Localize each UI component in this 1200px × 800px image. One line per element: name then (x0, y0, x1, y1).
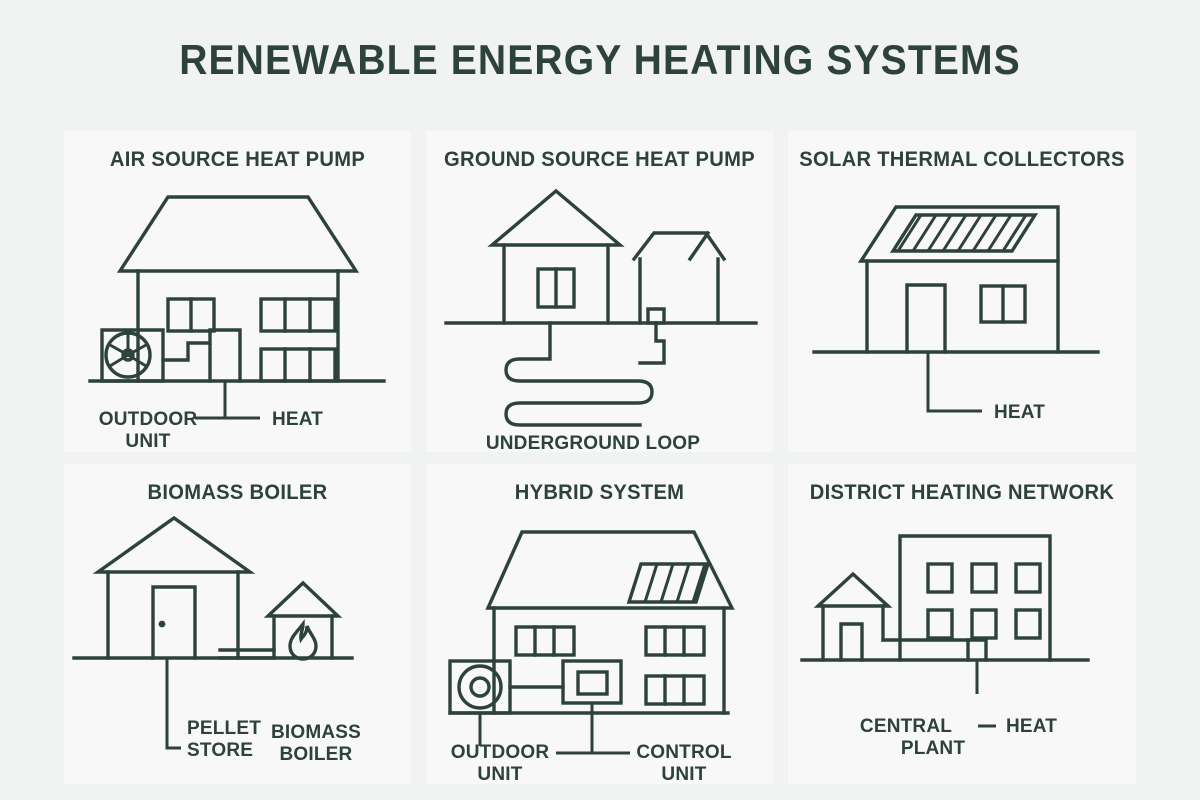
apartment-block-icon (898, 534, 1052, 662)
control-unit-leader-line-icon (556, 703, 630, 755)
label-outdoor-unit-line2: UNIT (125, 431, 170, 452)
window-icon (970, 608, 998, 640)
window-icon (536, 267, 576, 309)
window-icon (644, 674, 706, 706)
label-control-unit-line2: UNIT (661, 764, 706, 784)
serpentine-loop-icon (504, 321, 654, 427)
diagram-air-source-heat-pump: OUTDOOR UNIT HEAT (88, 195, 386, 452)
outdoor-unit-icon (448, 659, 512, 715)
window-icon (926, 608, 954, 640)
panel-solar-thermal-collectors[interactable]: SOLAR THERMAL COLLECTORS (788, 131, 1136, 452)
control-unit-box-icon (561, 659, 623, 705)
label-heat: HEAT (272, 409, 323, 430)
window-icon (1014, 608, 1042, 640)
house-door-icon (839, 622, 864, 662)
window-icon (644, 625, 706, 657)
panel-title-hybrid-system: HYBRID SYSTEM (514, 481, 685, 504)
label-control-unit-line1: CONTROL (636, 742, 732, 763)
loop-return-pipe-icon (638, 321, 666, 365)
window-icon (259, 347, 337, 383)
shed-door-icon (646, 307, 666, 325)
panel-title-district-heating-network: DISTRICT HEATING NETWORK (809, 481, 1115, 504)
panel-title-biomass-boiler: BIOMASS BOILER (147, 481, 328, 504)
label-outdoor-unit-line1: OUTDOOR (99, 409, 198, 430)
panel-air-source-heat-pump[interactable]: AIR SOURCE HEAT PUMP (64, 131, 411, 452)
house-roof-icon (813, 571, 893, 608)
label-outdoor-unit-line1: OUTDOOR (451, 742, 550, 763)
diagram-district-heating-network: CENTRAL PLANT HEAT (800, 534, 1090, 759)
label-pellet-store-line1: PELLET (187, 718, 261, 739)
duct-pipe-icon (161, 328, 242, 383)
panel-hybrid-system[interactable]: HYBRID SYSTEM (426, 464, 773, 784)
diagram-solar-thermal-collectors: HEAT (812, 205, 1100, 423)
diagram-ground-source-heat-pump: UNDERGROUND LOOP (444, 188, 758, 452)
window-icon (259, 297, 337, 333)
label-central-plant-line2: PLANT (901, 738, 966, 759)
house-roof-icon (92, 515, 256, 574)
outdoor-unit-fan-icon (104, 331, 152, 379)
label-underground-loop: UNDERGROUND LOOP (486, 433, 700, 452)
window-icon (926, 562, 954, 594)
panel-biomass-boiler[interactable]: BIOMASS BOILER (64, 464, 411, 784)
house-roof-icon (857, 205, 1060, 263)
central-plant-icon (966, 638, 988, 662)
outbuilding-roof-icon (263, 580, 343, 618)
flame-icon (288, 619, 318, 661)
panel-grid: AIR SOURCE HEAT PUMP (64, 131, 1156, 784)
shed-roof-right-icon (687, 230, 711, 262)
window-icon (1014, 562, 1042, 594)
panel-title-ground-source-heat-pump: GROUND SOURCE HEAT PUMP (444, 148, 755, 171)
shed-roof-icon (631, 231, 727, 262)
diagram-biomass-boiler: PELLET STORE BIOMASS BOILER (72, 515, 361, 765)
house-roof-icon (487, 188, 625, 247)
label-heat: HEAT (994, 402, 1045, 423)
label-biomass-boiler-line1: BIOMASS (271, 722, 361, 743)
panel-ground-source-heat-pump[interactable]: GROUND SOURCE HEAT PUMP (426, 131, 773, 452)
window-icon (970, 562, 998, 594)
house-roof-icon (116, 195, 360, 273)
label-heat: HEAT (1006, 716, 1057, 737)
window-icon (979, 284, 1027, 324)
heat-leader-line-icon (926, 352, 982, 413)
panel-title-air-source-heat-pump: AIR SOURCE HEAT PUMP (109, 148, 366, 171)
door-icon (151, 585, 197, 660)
panel-district-heating-network[interactable]: DISTRICT HEATING NETWORK (788, 464, 1136, 784)
door-icon (905, 283, 947, 354)
diagram-hybrid-system: OUTDOOR UNIT CONTROL UNIT (448, 530, 735, 784)
pellet-store-leader-line-icon (165, 658, 181, 750)
heat-leader-line-icon (195, 381, 260, 420)
window-icon (514, 625, 576, 657)
label-biomass-boiler-line2: BOILER (280, 744, 353, 765)
label-central-plant-line1: CENTRAL (860, 716, 952, 737)
label-pellet-store-line2: STORE (187, 740, 253, 761)
panel-title-solar-thermal-collectors: SOLAR THERMAL COLLECTORS (799, 148, 1125, 171)
label-outdoor-unit-line2: UNIT (477, 764, 522, 784)
solar-collector-panel-icon (889, 213, 1039, 253)
page-title: RENEWABLE ENERGY HEATING SYSTEMS (179, 36, 1021, 83)
solar-collector-panel-icon (626, 562, 711, 604)
house-roof-icon (485, 530, 735, 610)
window-icon (166, 297, 216, 333)
